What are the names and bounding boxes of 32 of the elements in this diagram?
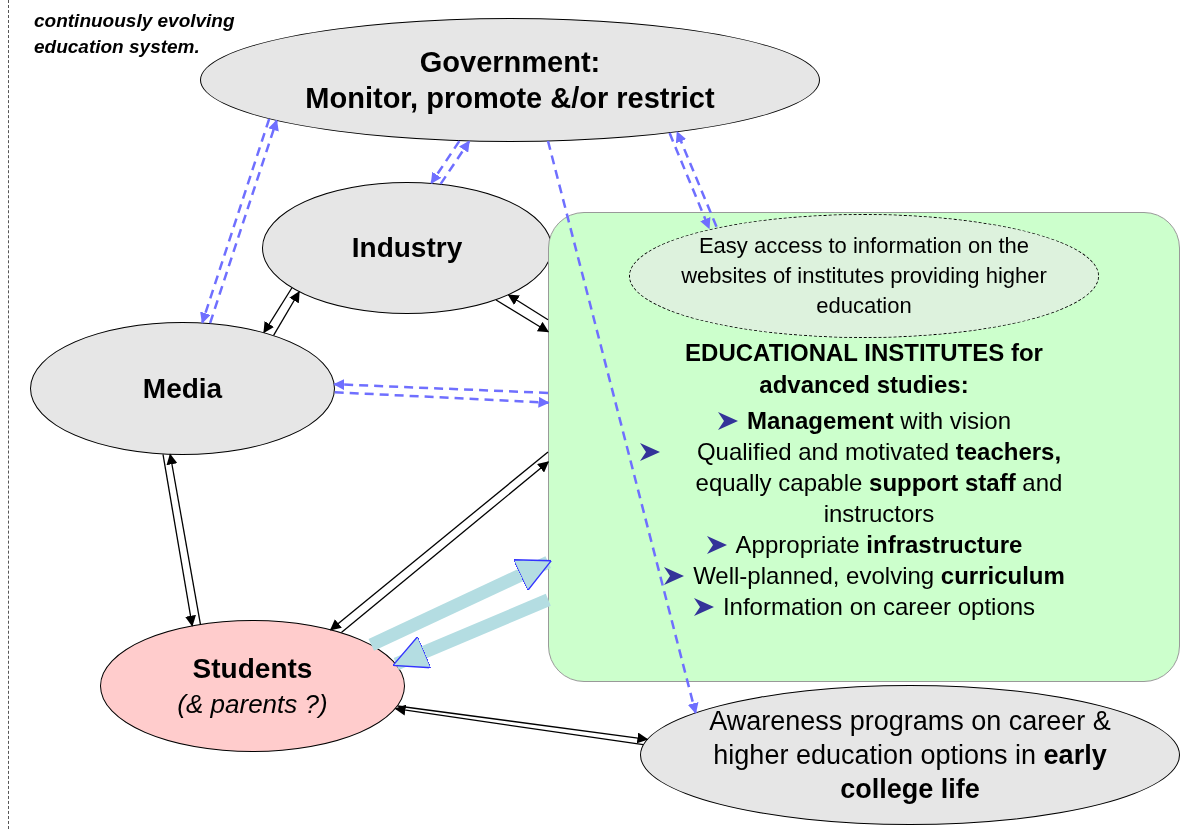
arrow [546,140,699,715]
arrow [162,453,196,627]
arrow [495,299,550,333]
list-item-text: Information on career options [722,592,1036,622]
node-heading: EDUCATIONAL INSTITUTES for advanced studies: [684,338,1044,400]
list-item-text: Appropriate infrastructure [735,530,1023,560]
rounded-box [548,212,1180,682]
arrow [272,291,300,336]
node-text: Easy access to information on the websites of institutes providing higher education [680,232,1048,320]
node-text: Monitor, promote &/or restrict [305,81,715,116]
arrow [430,140,461,184]
arrow [200,118,271,324]
arrow [333,379,549,395]
node-text: Government: [419,45,601,80]
arrow [675,131,718,228]
node-text: Students [192,652,313,686]
node-text: Industry [351,231,463,265]
block-arrow [392,593,551,670]
block-arrow [368,556,552,651]
arrow [439,140,471,185]
note-text: continuously evolving education system. [34,9,236,59]
list-item-text: Well-planned, evolving curriculum [693,561,1065,591]
arrow [507,294,549,321]
arrow [334,390,550,408]
arrow [668,132,711,230]
list-item-text: Management with vision [746,406,1012,436]
node-text: Media [142,371,223,406]
node-text: (& parents ?) [177,688,328,721]
node-text: Awareness programs on career & higher education options in early college life [708,705,1112,806]
arrow [166,453,202,625]
arrow [263,287,293,334]
arrow [208,119,279,324]
